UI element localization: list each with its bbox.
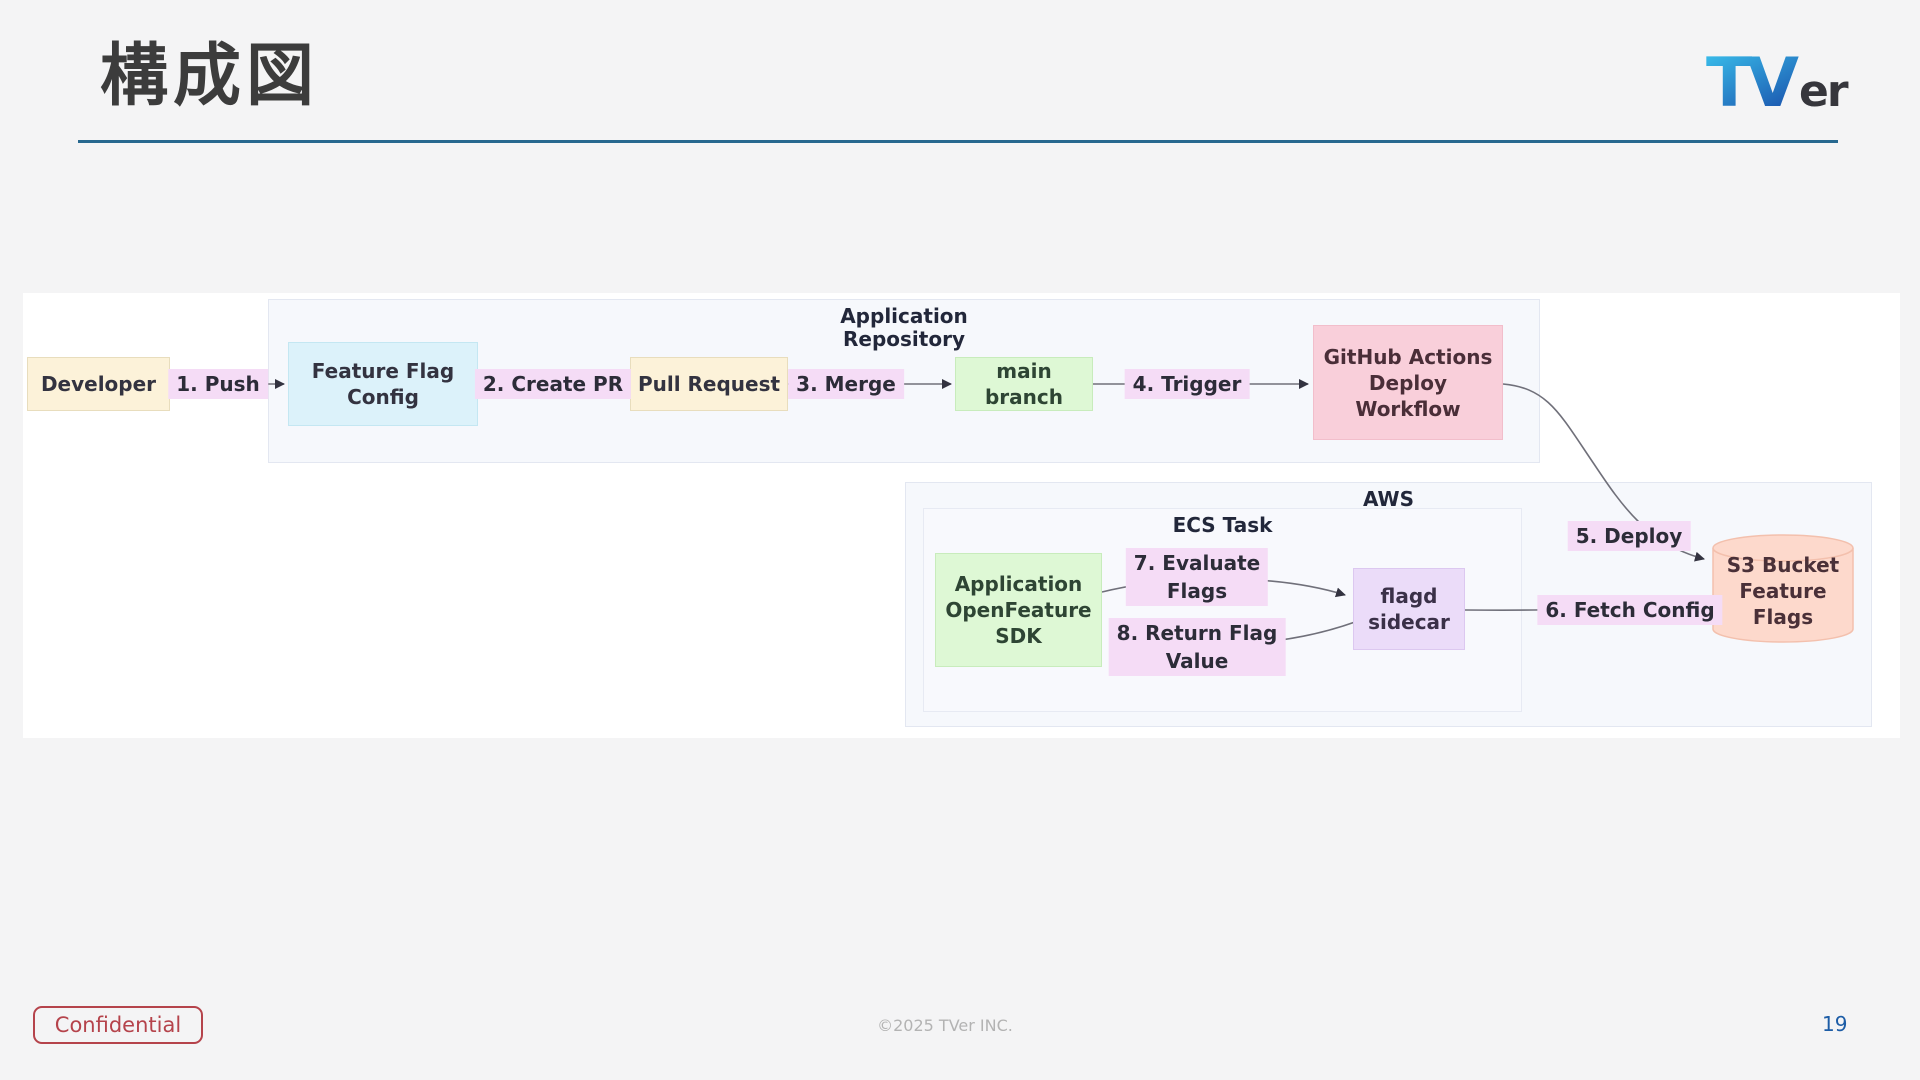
logo-tv-text: TV xyxy=(1706,44,1799,122)
subgraph-label-ecs-task: ECS Task xyxy=(1172,513,1273,537)
page-number: 19 xyxy=(1822,1012,1848,1036)
tver-logo: TV er xyxy=(1706,44,1851,122)
subgraph-label-application-repository: Application Repository xyxy=(840,304,968,351)
node-flagd-sidecar: flagd sidecar xyxy=(1353,568,1465,650)
node-github-actions-deploy-workflow: GitHub Actions Deploy Workflow xyxy=(1313,325,1503,440)
node-developer: Developer xyxy=(27,357,170,411)
edge-label-6-fetch-config: 6. Fetch Config xyxy=(1537,595,1723,625)
edge-label-1-push: 1. Push xyxy=(168,369,268,399)
logo-er-text: er xyxy=(1799,66,1849,117)
title-divider xyxy=(78,140,1838,143)
edge-label-5-deploy: 5. Deploy xyxy=(1567,521,1691,551)
node-feature-flag-config: Feature Flag Config xyxy=(288,342,478,426)
edge-label-2-create-pr: 2. Create PR xyxy=(474,369,632,399)
subgraph-label-aws: AWS xyxy=(1362,487,1415,511)
edge-label-4-trigger: 4. Trigger xyxy=(1124,369,1250,399)
page-title: 構成図 xyxy=(100,37,320,116)
confidential-label: Confidential xyxy=(54,1013,182,1037)
node-main-branch: main branch xyxy=(955,357,1093,411)
copyright-text: ©2025 TVer INC. xyxy=(877,1016,1013,1035)
edge-label-7-evaluate-flags: 7. Evaluate Flags xyxy=(1125,548,1269,606)
node-s3-bucket-feature-flags: S3 Bucket Feature Flags xyxy=(1726,553,1840,629)
edge-label-3-merge: 3. Merge xyxy=(788,369,904,399)
confidential-badge: Confidential xyxy=(33,1006,203,1044)
edge-label-8-return-flag-value: 8. Return Flag Value xyxy=(1108,618,1286,676)
node-pull-request: Pull Request xyxy=(630,357,788,411)
node-application-openfeature-sdk: Application OpenFeature SDK xyxy=(935,553,1102,667)
